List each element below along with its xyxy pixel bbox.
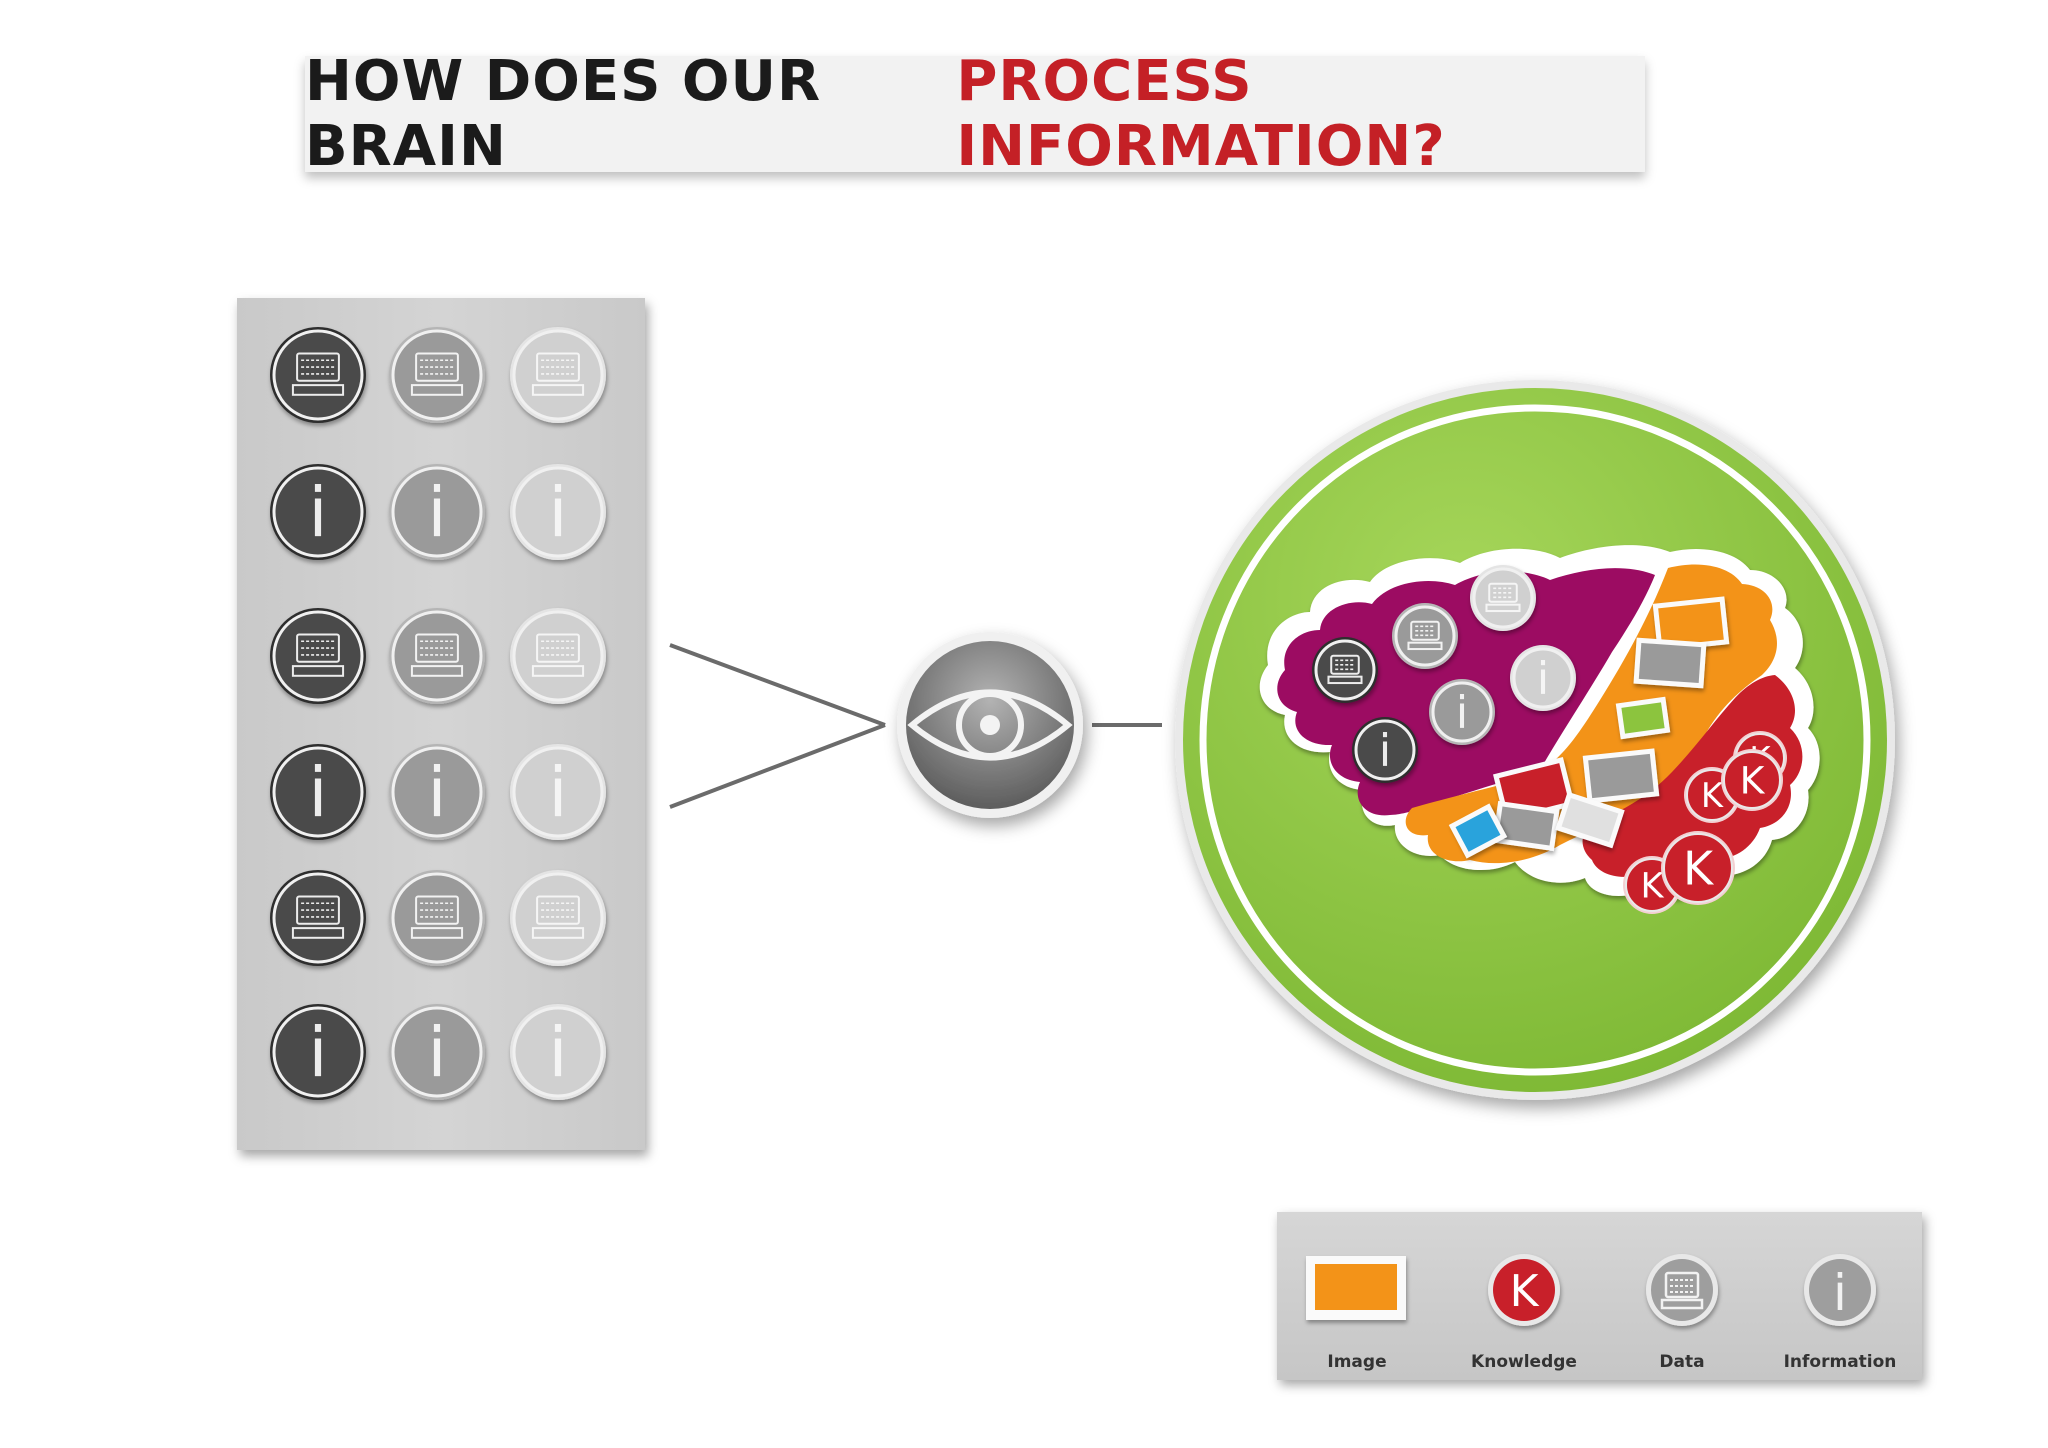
title-part-1: HOW DOES OUR BRAIN [305, 49, 822, 179]
data-icon [270, 608, 366, 704]
legend-item-information: i Information [1760, 1240, 1920, 1372]
information-icon: i [389, 464, 485, 560]
information-icon: i [510, 1004, 606, 1100]
knowledge-glyph: K [1683, 841, 1715, 895]
knowledge-icon: K [1661, 831, 1735, 905]
title-part-2: PROCESS INFORMATION? [956, 49, 1446, 179]
data-icon [389, 870, 485, 966]
eye-icon [897, 632, 1083, 818]
data-icon [1470, 565, 1536, 631]
input-line-lower [669, 723, 886, 809]
legend-label-data: Data [1659, 1352, 1705, 1372]
brain-knowledge-icons: KKKKK [1623, 731, 1787, 914]
data-icon [1312, 637, 1378, 703]
brain-information-icons: i i i [1352, 645, 1576, 783]
data-icon [270, 327, 366, 423]
legend-item-data: Data [1602, 1240, 1762, 1372]
data-icon [510, 608, 606, 704]
information-glyph: i [1537, 652, 1550, 705]
brain-icon: i i i KKKKK [1259, 545, 1820, 914]
information-glyph: i [428, 1014, 447, 1093]
brain-data-icons [1312, 565, 1536, 703]
information-glyph: i [428, 754, 447, 833]
input-line-upper [669, 643, 886, 727]
connector-lines [669, 643, 1162, 809]
knowledge-glyph: K [1510, 1266, 1540, 1317]
information-icon: i [270, 464, 366, 560]
data-icon [270, 870, 366, 966]
information-glyph: i [1379, 724, 1392, 777]
legend-label-knowledge: Knowledge [1471, 1352, 1577, 1372]
image-icon [1492, 800, 1560, 852]
image-icon [1652, 596, 1730, 652]
data-icon [1646, 1254, 1718, 1326]
information-icon: i [1510, 645, 1576, 711]
information-icon: i [270, 1004, 366, 1100]
image-icon [1306, 1256, 1406, 1320]
information-icon: i [270, 744, 366, 840]
information-icon: i [510, 464, 606, 560]
legend-label-information: Information [1783, 1352, 1897, 1372]
knowledge-glyph: K [1740, 758, 1766, 802]
information-icon: i [389, 744, 485, 840]
title-banner: HOW DOES OUR BRAIN PROCESS INFORMATION? [305, 49, 1645, 179]
data-icon [510, 870, 606, 966]
information-glyph: i [1456, 686, 1469, 739]
information-icon: i [1352, 717, 1418, 783]
knowledge-icon: K [1721, 749, 1783, 811]
information-icon: i [1804, 1254, 1876, 1326]
knowledge-icon: K [1488, 1254, 1560, 1326]
legend-item-knowledge: K Knowledge [1444, 1240, 1604, 1372]
brain-image-icons [1448, 596, 1730, 859]
information-glyph: i [309, 754, 328, 833]
knowledge-glyph: K [1701, 776, 1724, 815]
information-glyph: i [549, 754, 568, 833]
information-icon: i [1429, 679, 1495, 745]
information-glyph: i [549, 1014, 568, 1093]
information-icon: i [510, 744, 606, 840]
legend-item-image: Image [1277, 1240, 1437, 1372]
information-glyph: i [549, 474, 568, 553]
image-icon [1633, 637, 1707, 689]
image-icon [1582, 748, 1660, 804]
data-icon [510, 327, 606, 423]
image-icon [1555, 791, 1625, 849]
information-icon: i [389, 1004, 485, 1100]
input-icons: i i i i i i i i i [270, 327, 606, 1100]
image-icon [1448, 803, 1508, 859]
information-glyph: i [309, 1014, 328, 1093]
data-icon [389, 327, 485, 423]
information-glyph: i [309, 474, 328, 553]
image-icon [1615, 696, 1671, 740]
information-glyph: i [428, 474, 447, 553]
legend-label-image: Image [1327, 1352, 1387, 1372]
data-icon [389, 608, 485, 704]
data-icon [1392, 603, 1458, 669]
information-glyph: i [1833, 1264, 1847, 1322]
knowledge-glyph: K [1640, 865, 1664, 906]
legend-panel: Image K Knowledge Data i Information [1277, 1212, 1922, 1380]
